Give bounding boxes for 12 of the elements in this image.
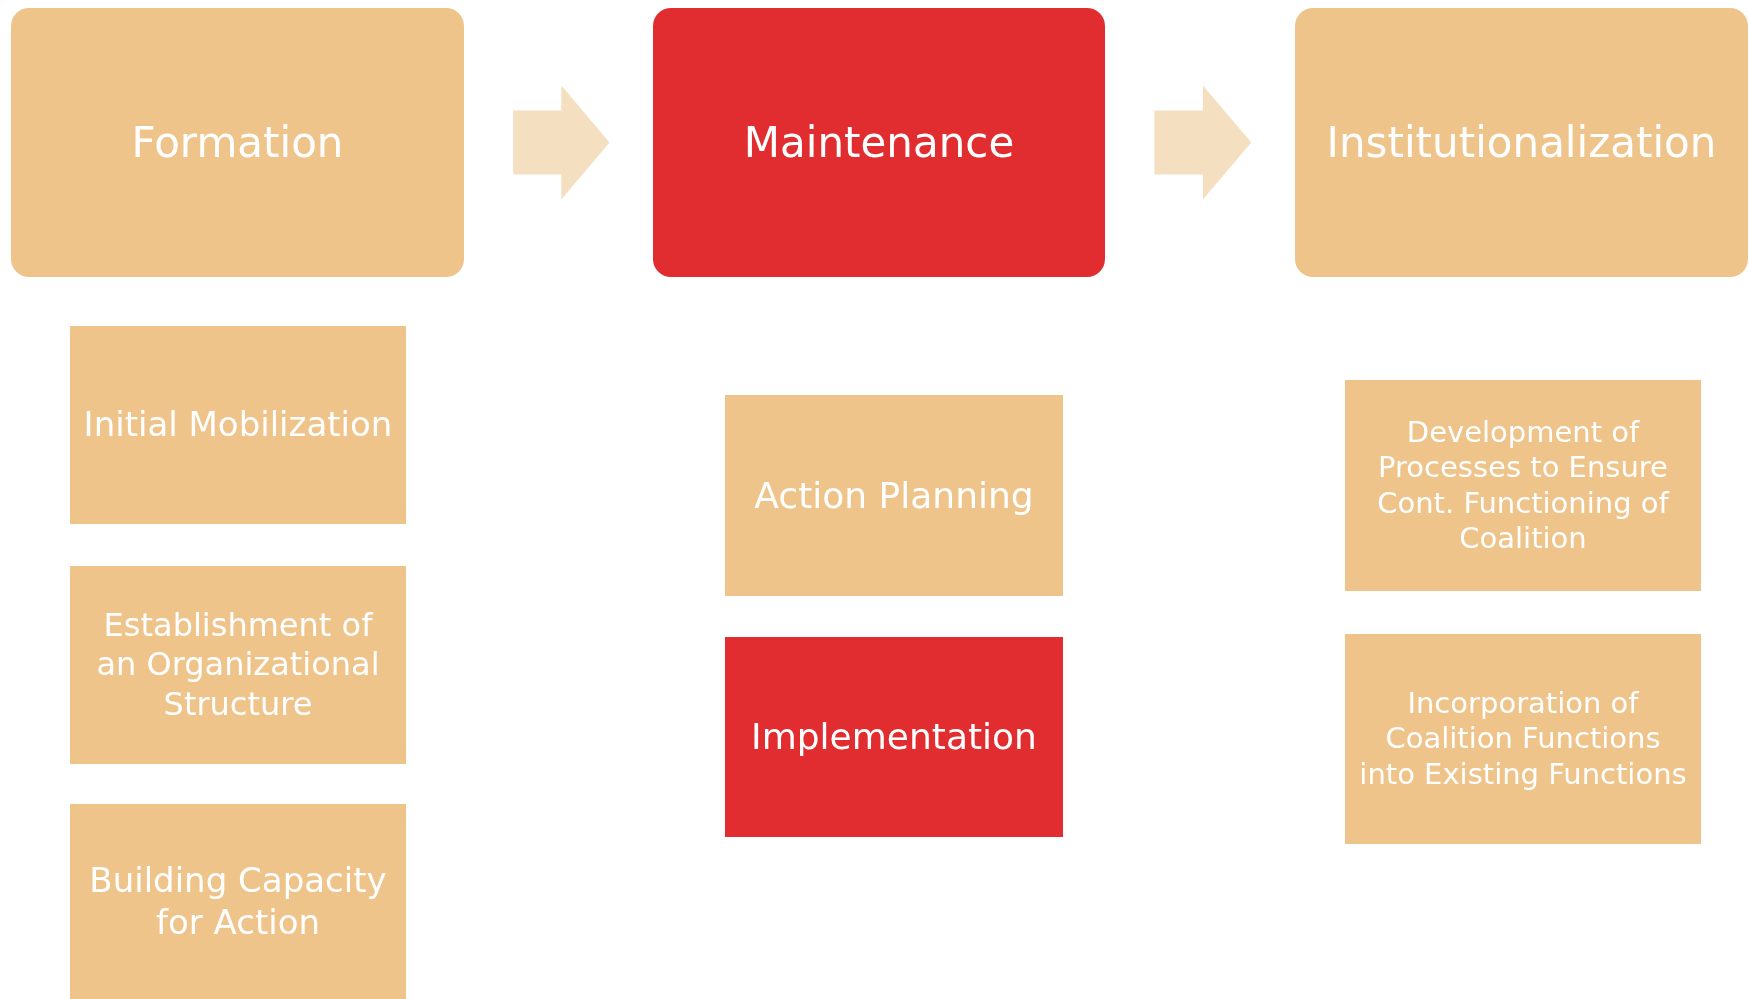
block-arrow [513,85,610,200]
stage-box: Institutionalization [1295,8,1748,277]
step-box: Implementation [725,637,1063,837]
stage-box: Maintenance [653,8,1105,277]
step-box: Initial Mobilization [70,326,406,524]
step-box: Development of Processes to Ensure Cont. Functioning of Coalition [1345,380,1701,591]
stage-box: Formation [11,8,464,277]
step-box: Building Capacity for Action [70,804,406,999]
step-box: Incorporation of Coalition Functions into Existing Functions [1345,634,1701,844]
step-box: Establishment of an Organizational Structure [70,566,406,764]
block-arrow [1154,85,1252,200]
step-box: Action Planning [725,395,1063,596]
